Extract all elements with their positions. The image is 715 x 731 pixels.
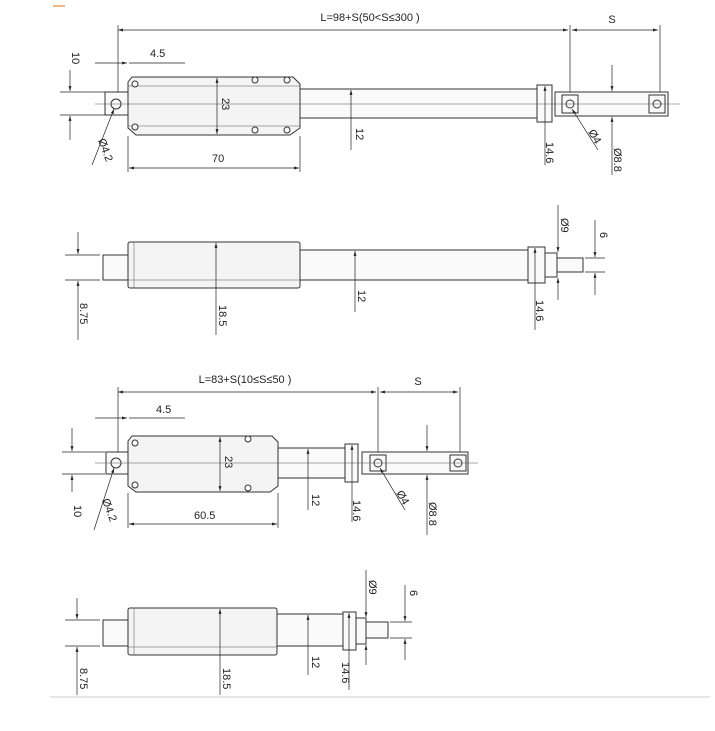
dim-60-5: 60.5 [194, 510, 215, 522]
dim-phi-4-2: Ø4.2 [99, 497, 118, 524]
tube-collar [536, 84, 553, 123]
dim-14-6: 14.6 [533, 300, 545, 321]
motor-housing [127, 76, 301, 136]
tube-collar [342, 611, 357, 651]
dim-8-75: 8.75 [77, 303, 89, 324]
dim-23: 23 [219, 98, 231, 110]
dim-14-6: 14.6 [350, 500, 362, 521]
dim-phi-8-8: Ø8.8 [611, 148, 623, 172]
dim-14-6: 14.6 [543, 142, 555, 163]
dim-70: 70 [212, 153, 224, 165]
rear-mount [102, 254, 129, 281]
dim-12: 12 [309, 494, 321, 506]
outer-tube [276, 613, 344, 647]
rod-tip [556, 257, 584, 273]
dim-phi-8-8: Ø8.8 [426, 502, 438, 526]
motor-housing [127, 607, 278, 656]
dim-phi-9: Ø9 [366, 580, 378, 595]
long-actuator-side-view: L=98+S(50<S≤300 ) S 10 4.5 23 70 12 14.6… [60, 12, 680, 175]
dim-8-75: 8.75 [77, 668, 89, 689]
long-actuator-top-view: 8.75 18.5 12 14.6 Ø9 6 [65, 205, 609, 340]
outer-tube [299, 249, 529, 281]
short-actuator-top-view: 8.75 18.5 12 14.6 Ø9 6 [65, 570, 419, 695]
dim-12: 12 [353, 128, 365, 140]
outer-tube [299, 88, 538, 119]
stroke-label: S [414, 376, 421, 388]
dim-10: 10 [69, 52, 81, 64]
dim-6: 6 [597, 232, 609, 238]
dim-12: 12 [355, 290, 367, 302]
motor-housing [127, 435, 279, 493]
dim-10: 10 [71, 505, 83, 517]
short-actuator-side-view: L=83+S(10≤S≤50 ) S 10 4.5 23 60.5 12 14.… [62, 374, 478, 535]
dim-23: 23 [222, 456, 234, 468]
stroke-label: S [608, 14, 615, 26]
dim-6: 6 [407, 590, 419, 596]
dim-phi-4: Ø4 [393, 489, 411, 508]
dim-4-5: 4.5 [156, 404, 171, 416]
dim-18-5: 18.5 [216, 305, 228, 326]
dim-14-6: 14.6 [339, 662, 351, 683]
dim-phi-4: Ø4 [585, 128, 603, 147]
dim-4-5: 4.5 [150, 48, 165, 60]
length-formula-label: L=83+S(10≤S≤50 ) [199, 374, 292, 386]
motor-housing [127, 241, 301, 289]
length-formula-label: L=98+S(50<S≤300 ) [320, 12, 419, 24]
rod-tip [365, 621, 389, 639]
dim-12: 12 [309, 656, 321, 668]
tube-collar [527, 246, 546, 284]
dim-phi-9: Ø9 [558, 218, 570, 233]
rear-mount [102, 619, 129, 647]
dim-18-5: 18.5 [220, 668, 232, 689]
